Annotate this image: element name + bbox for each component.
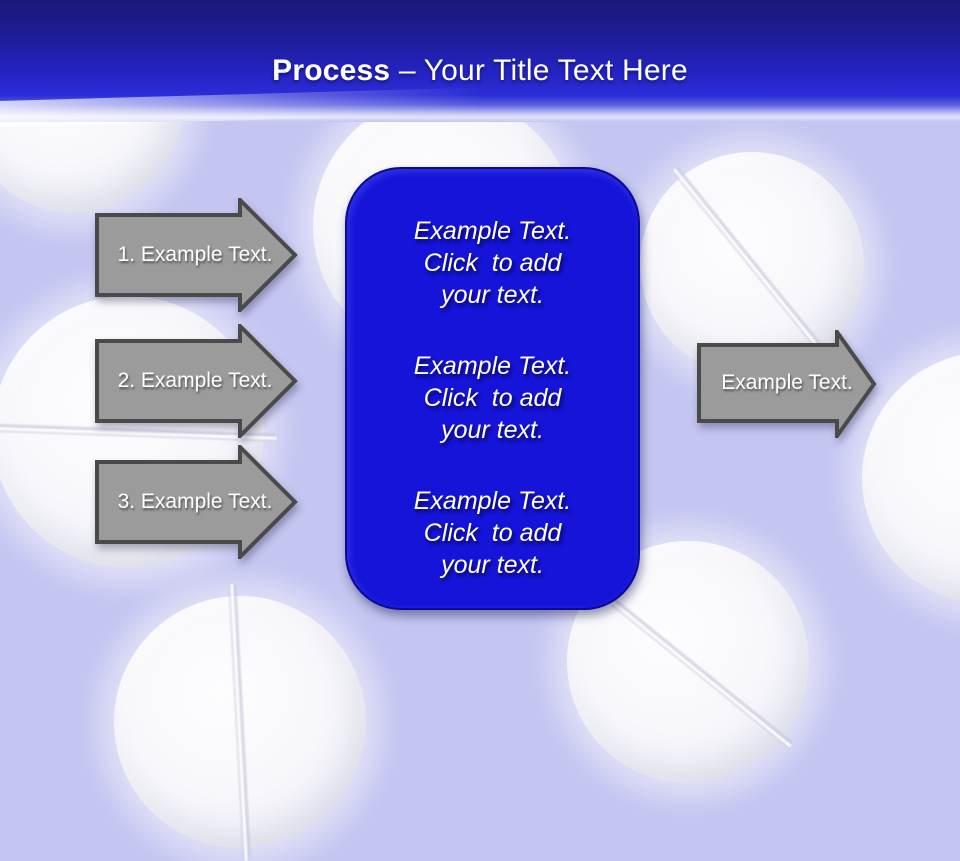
arrow-right-icon xyxy=(95,198,298,312)
pill-image-top-right xyxy=(640,152,864,376)
header-bar: Process – Your Title Text Here xyxy=(0,0,960,127)
example-text-block-1[interactable]: Example Text. Click to add your text. xyxy=(413,217,572,309)
pill-image-bottom-left xyxy=(114,583,366,861)
process-arrow-1[interactable]: 1. Example Text. xyxy=(95,198,299,312)
arrow-label: Example Text. xyxy=(721,371,853,394)
pill-score-line xyxy=(227,583,253,861)
title-rest: – Your Title Text Here xyxy=(398,54,688,87)
process-arrow-3[interactable]: 3. Example Text. xyxy=(95,445,299,559)
title-bold: Process xyxy=(272,54,391,87)
example-text-block-3[interactable]: Example Text. Click to add your text. xyxy=(413,487,572,579)
arrow-right-icon xyxy=(95,324,298,438)
arrow-label: 3. Example Text. xyxy=(117,490,273,513)
center-text-box[interactable]: Example Text. Click to add your text. Ex… xyxy=(345,167,640,610)
output-arrow[interactable]: Example Text. xyxy=(697,330,877,438)
slide-title: Process – Your Title Text Here xyxy=(0,54,960,88)
arrow-right-icon xyxy=(697,330,877,438)
example-text-block-2[interactable]: Example Text. Click to add your text. xyxy=(413,352,572,444)
process-arrow-2[interactable]: 2. Example Text. xyxy=(95,324,299,438)
arrow-label: 1. Example Text. xyxy=(117,243,273,266)
arrow-right-icon xyxy=(95,445,298,559)
arrow-label: 2. Example Text. xyxy=(117,369,273,392)
header-swoosh xyxy=(0,83,640,127)
